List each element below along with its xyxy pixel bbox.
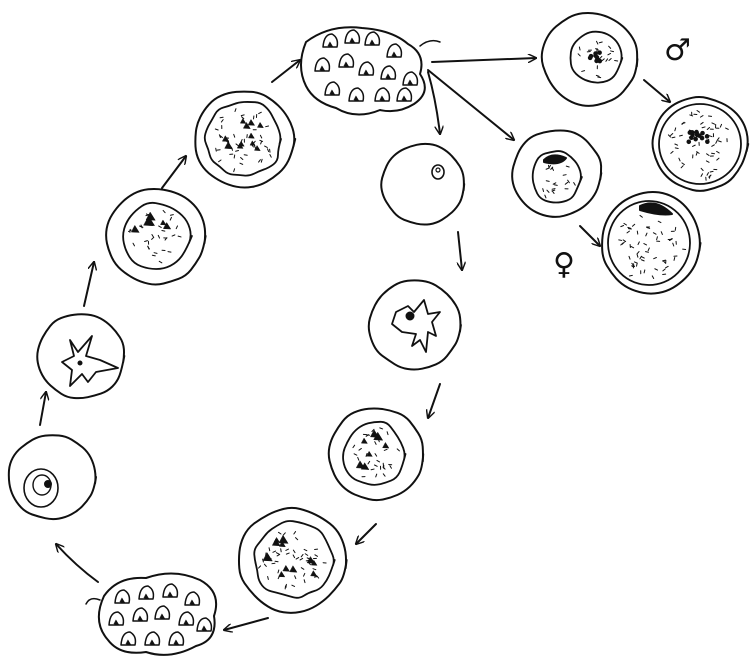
arrow-early-to-mature-schizont [162, 156, 186, 188]
bottom-rupturing-schizont [86, 573, 216, 654]
ring-stage-cell [9, 435, 96, 519]
mature-schizont-cell [195, 92, 295, 188]
mature-male-gametocyte-cell [653, 97, 749, 191]
arrow-rupture-to-ring [56, 544, 98, 582]
central-amoeboid-cell [369, 280, 461, 369]
female-symbol-label: ♀ [553, 250, 575, 280]
early-female-gametocyte-cell [512, 131, 601, 217]
arrow-rupture-down-to-ring [428, 72, 440, 134]
bottom-mature-schizont-cell [239, 508, 347, 613]
arrow-central-to-developing [428, 384, 440, 418]
amoeboid-trophozoite-cell [37, 314, 124, 398]
early-schizont-cell [106, 189, 205, 285]
mature-female-gametocyte-cell [602, 192, 700, 294]
arrow-female-to-mature-female [580, 226, 600, 246]
rupturing-schizont-merozoites [301, 27, 440, 114]
arrow-amoeboid-to-early-schizont [84, 262, 94, 306]
early-male-gametocyte-cell [542, 13, 638, 106]
arrow-ring-to-central-amoeboid [458, 232, 462, 270]
arrow-ring-to-amoeboid [40, 392, 46, 425]
young-ring-cell [381, 144, 464, 225]
arrow-rupture-to-male [432, 58, 536, 62]
male-symbol-label: ♂ [664, 36, 691, 66]
arrow-mature-to-rupture [272, 60, 300, 82]
arrow-developing-to-bottom-schizont [356, 524, 376, 544]
developing-schizont-cell [329, 408, 423, 500]
arrow-bottom-schizont-to-rupture [224, 618, 268, 630]
arrow-rupture-to-female [428, 70, 514, 140]
arrow-male-to-mature-male [644, 80, 670, 102]
